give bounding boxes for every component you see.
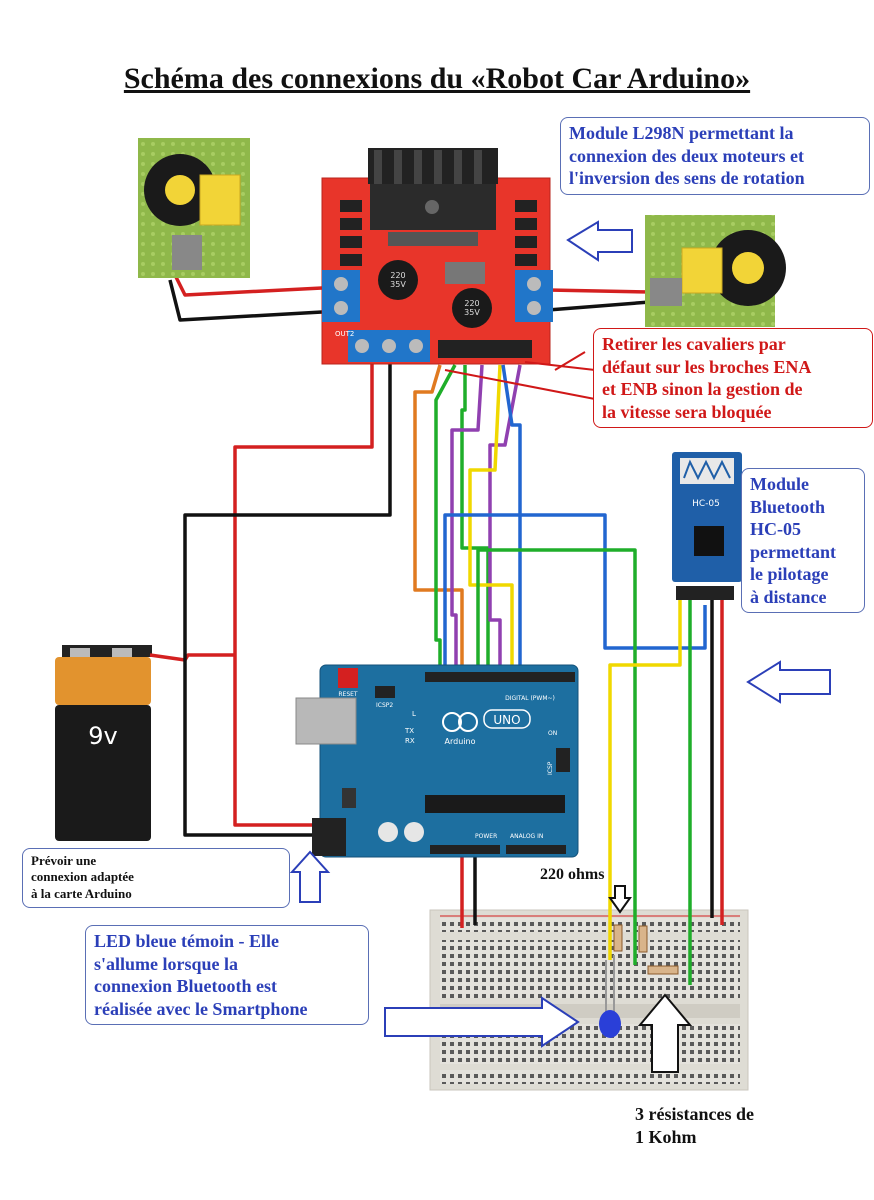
wire-right-motor-black: [547, 300, 651, 312]
label-220-ohms: 220 ohms: [540, 866, 605, 883]
arrow-l298n: [566, 220, 633, 262]
arduino-l-label: L: [412, 710, 416, 718]
resistor-1k-b: [647, 965, 679, 975]
arduino-power-label: POWER: [475, 833, 497, 840]
arduino-icsp-label: ICSP: [547, 761, 554, 775]
arrows: [289, 220, 831, 1073]
wire-yellow: [468, 364, 514, 676]
resistor-220: [613, 924, 623, 952]
blue-led: [599, 955, 621, 1038]
resistor-1k-a: [638, 925, 648, 953]
wire-bt-green: [476, 548, 637, 965]
breadboard: [429, 909, 749, 1091]
hc05-chip-label: HC-05: [692, 499, 720, 509]
arduino-uno: RESET ICSP2 DIGITAL (PWM~) L TX RX Ardui…: [295, 664, 579, 858]
wire-green-2: [460, 365, 490, 676]
arrow-jumpers-3: [444, 369, 601, 401]
wire-purple-2: [488, 364, 522, 676]
arduino-brand-label: Arduino: [445, 737, 476, 746]
arrow-jumpers-2: [524, 361, 596, 371]
wire-bt-blue: [443, 513, 707, 676]
arrow-led: [384, 996, 580, 1048]
arrow-220: [608, 885, 632, 914]
wire-right-motor-red: [547, 288, 651, 294]
arduino-on-label: ON: [548, 730, 557, 737]
resistors: [613, 924, 679, 975]
wire-bt-yellow: [608, 600, 682, 960]
arduino-digital-label: DIGITAL (PWM~): [505, 695, 555, 702]
wire-ground-black: [183, 362, 392, 837]
arduino-reset-label: RESET: [338, 691, 358, 698]
arrow-1k: [637, 993, 693, 1073]
arduino-rx-label: RX: [405, 737, 415, 745]
wire-power-red: [233, 362, 374, 827]
wire-purple-1: [450, 364, 484, 676]
callout-jumpers: Retirer les cavaliers par défaut sur les…: [593, 328, 873, 428]
wire-left-motor-red: [173, 274, 323, 297]
arduino-icsp2-label: ICSP2: [376, 702, 393, 709]
callout-led: LED bleue témoin - Elle s'allume lorsque…: [85, 925, 369, 1025]
page-title: Schéma des connexions du «Robot Car Ardu…: [123, 62, 751, 95]
left-motor: [138, 138, 250, 278]
arrow-power: [289, 850, 331, 903]
right-motor: [645, 215, 786, 327]
callout-power: Prévoir une connexion adaptée à la carte…: [22, 848, 290, 908]
arduino-analog-label: ANALOG IN: [510, 833, 543, 840]
wires: [149, 274, 724, 985]
arduino-tx-label: TX: [404, 727, 414, 735]
wire-green-1: [434, 364, 457, 676]
callout-bluetooth: Module Bluetooth HC-05 permettant le pil…: [741, 468, 865, 613]
label-1k-resistors: 3 résistances de 1 Kohm: [635, 1104, 754, 1148]
wire-left-motor-black: [168, 279, 323, 322]
arduino-uno-label: UNO: [493, 713, 520, 727]
wire-orange: [413, 364, 464, 676]
battery-9v: 9v: [55, 645, 152, 841]
battery-label: 9v: [88, 722, 117, 750]
l298n-out2-label: OUT2: [335, 330, 354, 338]
hc05-module: HC-05: [672, 452, 742, 600]
arrow-bluetooth: [746, 660, 831, 704]
callout-l298n: Module L298N permettant la connexion des…: [560, 117, 870, 195]
wire-power-red-battery: [149, 653, 235, 662]
